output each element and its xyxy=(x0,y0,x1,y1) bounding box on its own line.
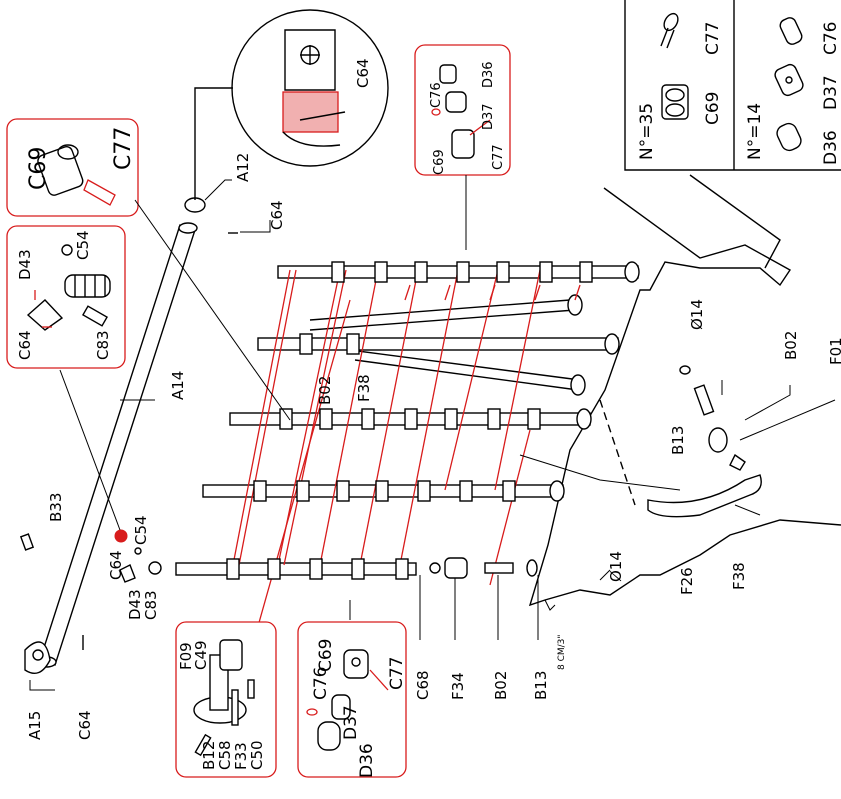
label-c77-box: C77 xyxy=(703,21,723,55)
label-f38-bottom: F38 xyxy=(730,562,748,590)
label-o14-right: Ø14 xyxy=(688,299,706,330)
label-c50: C50 xyxy=(248,740,266,770)
qty-d36-d37-c76: N°=14 xyxy=(745,103,765,160)
label-f38-mid: F38 xyxy=(355,374,373,402)
label-d43-left: D43 xyxy=(126,589,144,620)
clamps xyxy=(226,261,593,580)
label-c69-top: C69 xyxy=(432,149,447,175)
label-b13-bottom: B13 xyxy=(532,671,550,700)
label-a12: A12 xyxy=(234,153,252,182)
label-a15: A15 xyxy=(26,711,44,740)
foot-a15 xyxy=(24,641,51,674)
cap-a12 xyxy=(184,197,206,213)
screw-icon xyxy=(660,12,679,49)
label-c49: C49 xyxy=(192,640,210,670)
label-c77-top: C77 xyxy=(491,144,506,170)
label-d36-box: D36 xyxy=(821,130,841,165)
label-c76-top: C76 xyxy=(429,82,444,108)
label-c76-box: C76 xyxy=(821,21,841,55)
red-dot-marker xyxy=(114,529,128,543)
label-c69-detail: C69 xyxy=(26,147,51,190)
quantity-box: N°=35 C69 C77 N°=14 D36 D37 C76 xyxy=(624,0,841,171)
label-c69-bottom: C69 xyxy=(316,638,336,672)
label-c64-left: C64 xyxy=(107,550,125,580)
part-labels: C69 C77 D43 C54 C64 C83 C64 A12 C64 A14 … xyxy=(16,58,841,778)
label-d36-top: D36 xyxy=(481,61,496,88)
cap-icon xyxy=(774,17,804,152)
label-c68: C68 xyxy=(414,670,432,700)
clamp-icon xyxy=(661,84,689,120)
label-d37-bottom: D37 xyxy=(341,705,361,740)
label-c77-bottom: C77 xyxy=(387,656,407,690)
label-d43-detail: D43 xyxy=(16,249,34,280)
loose-parts xyxy=(19,232,762,650)
detail-box-c76-d36 xyxy=(297,621,407,778)
b33-bolt xyxy=(19,533,35,551)
label-d36-bottom: D36 xyxy=(357,743,377,778)
label-c77-detail: C77 xyxy=(111,127,136,170)
label-c64-bottom: C64 xyxy=(76,710,94,740)
detail-box-c69 xyxy=(6,118,139,217)
rail-5 xyxy=(175,562,417,576)
label-c83-detail: C83 xyxy=(94,330,112,360)
label-b12: B12 xyxy=(200,741,218,770)
magnifier-detail xyxy=(194,9,389,200)
label-d37-top: D37 xyxy=(481,103,496,130)
label-c64-magnifier: C64 xyxy=(354,58,372,88)
detail-box-f09 xyxy=(175,621,277,778)
spacing-note: 8 CM/3" xyxy=(557,634,567,670)
label-c69-box: C69 xyxy=(703,91,723,125)
label-f26: F26 xyxy=(678,567,696,595)
label-c76-bottom: C76 xyxy=(311,666,331,700)
label-b13-right: B13 xyxy=(669,426,687,455)
label-c64-detail: C64 xyxy=(16,330,34,360)
label-f34: F34 xyxy=(449,672,467,700)
label-b02-bottom: B02 xyxy=(492,671,510,700)
label-c83-left: C83 xyxy=(142,590,160,620)
label-d37-box: D37 xyxy=(821,75,841,110)
label-c58: C58 xyxy=(216,740,234,770)
frame-outline xyxy=(528,174,841,607)
detail-box-d43 xyxy=(6,225,126,369)
label-f09: F09 xyxy=(177,642,195,670)
label-b02-right: B02 xyxy=(782,331,800,360)
qty-c69-c77: N°=35 xyxy=(637,103,657,160)
detail-box-c69-d37 xyxy=(414,44,511,176)
label-c54-detail: C54 xyxy=(74,230,92,260)
leader-lines xyxy=(29,175,836,691)
label-f01: F01 xyxy=(827,337,841,365)
red-rods xyxy=(232,269,581,691)
label-o14-bottom: Ø14 xyxy=(607,551,625,582)
label-b33: B33 xyxy=(47,493,65,522)
label-c64-top: C64 xyxy=(268,200,286,230)
label-a14: A14 xyxy=(169,371,187,400)
label-c54-left: C54 xyxy=(132,515,150,545)
label-b02-mid: B02 xyxy=(316,376,334,405)
label-f33: F33 xyxy=(232,742,250,770)
